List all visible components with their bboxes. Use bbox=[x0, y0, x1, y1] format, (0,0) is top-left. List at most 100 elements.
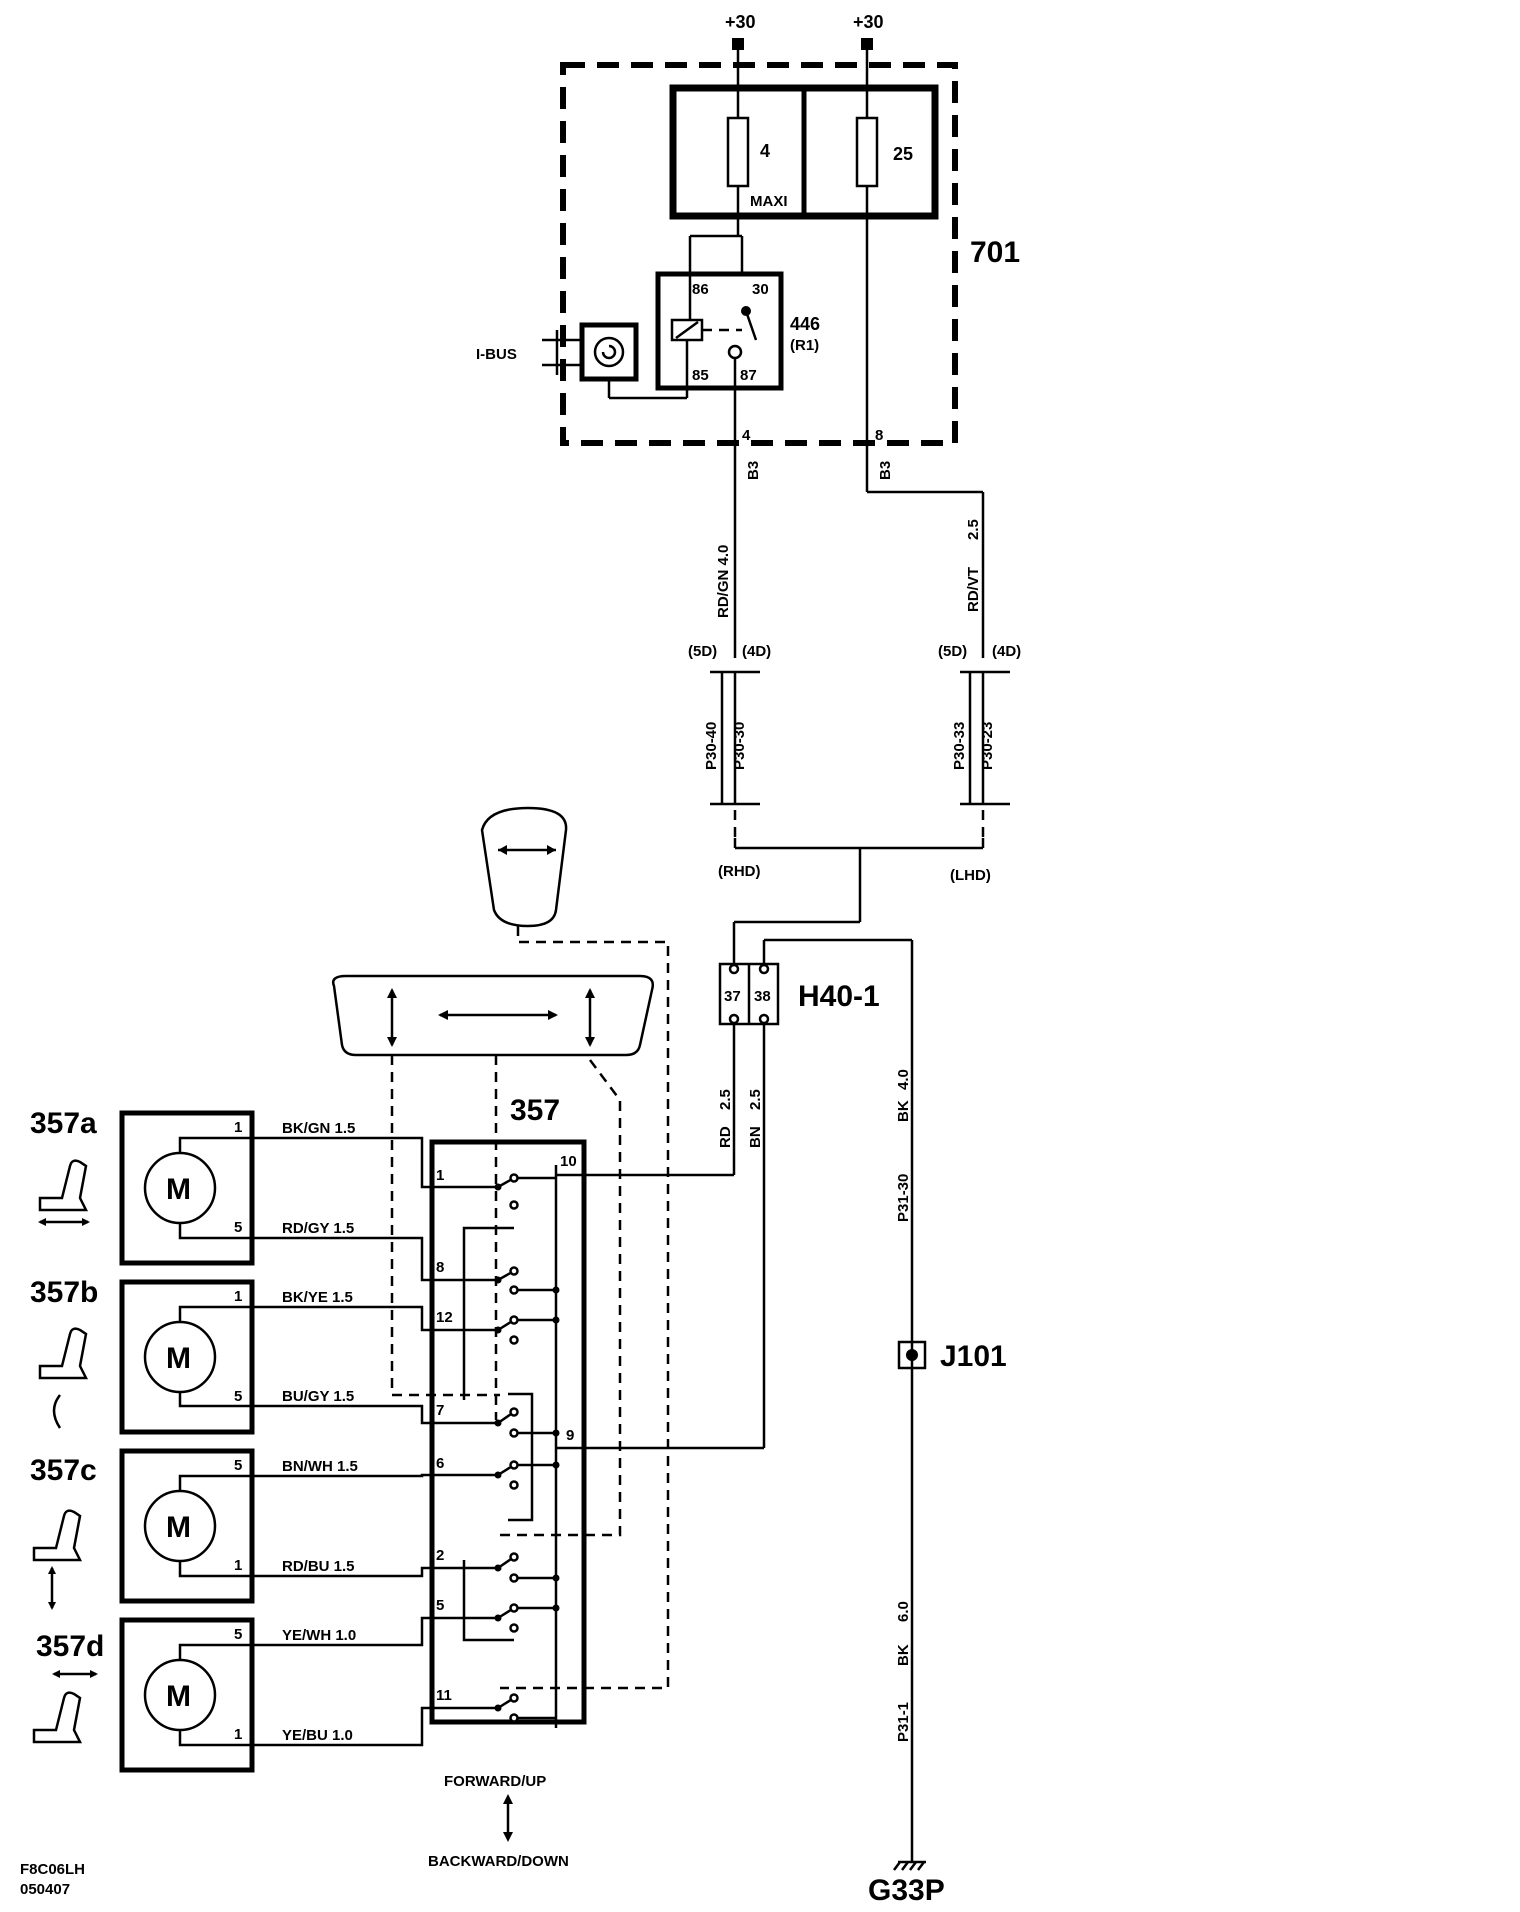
conn-p30-33: P30-33 bbox=[951, 722, 968, 770]
motor-357a: M 1 5 bbox=[119, 1110, 255, 1266]
motor-357d-pin-bottom: 1 bbox=[234, 1726, 242, 1743]
gnd-lower-size: 6.0 bbox=[895, 1601, 912, 1622]
b3-left-label: B3 bbox=[745, 461, 762, 480]
switch-contacts bbox=[432, 1173, 560, 1723]
relay-id: 446 bbox=[790, 314, 820, 334]
wire-left-main: RD/GN 4.0 bbox=[715, 545, 732, 618]
motor-357c-symbol: M bbox=[166, 1511, 191, 1544]
motor-357a-pin-bottom: 5 bbox=[234, 1219, 242, 1236]
motor-357d-wire-top: YE/WH 1.0 bbox=[282, 1627, 356, 1644]
switch-pin-9: 9 bbox=[566, 1427, 574, 1444]
motor-357d-symbol: M bbox=[166, 1680, 191, 1713]
relay-pin-86: 86 bbox=[692, 281, 709, 298]
wire-bn-size: 2.5 bbox=[747, 1089, 764, 1110]
b3-left-pin: 4 bbox=[742, 427, 751, 444]
motor-357d-id: 357d bbox=[36, 1630, 104, 1663]
wire-rd-size: 2.5 bbox=[717, 1089, 734, 1110]
fuse-relay-box-701 bbox=[560, 62, 958, 446]
seat-icon-357c bbox=[32, 1509, 83, 1610]
supply-label-left: +30 bbox=[725, 12, 756, 32]
motor-357d-pin-top: 5 bbox=[234, 1626, 242, 1643]
switch-pin-2: 2 bbox=[436, 1547, 444, 1564]
motor-357c-wire-top: BN/WH 1.5 bbox=[282, 1458, 358, 1475]
wire-right-size: 2.5 bbox=[965, 519, 982, 540]
switch-pin-6: 6 bbox=[436, 1455, 444, 1472]
motor-357b-pin-top: 1 bbox=[234, 1288, 242, 1305]
variant-left-5d: (5D) bbox=[688, 643, 717, 660]
seat-icon-357b bbox=[38, 1327, 89, 1429]
switch-pin-5: 5 bbox=[436, 1597, 444, 1614]
switch-pin-10: 10 bbox=[560, 1153, 577, 1170]
switch-pin-7: 7 bbox=[436, 1402, 444, 1419]
fuse-left-type: MAXI bbox=[750, 193, 788, 210]
headrest-symbol bbox=[480, 806, 568, 928]
motor-357b-id: 357b bbox=[30, 1276, 98, 1309]
j101-label: J101 bbox=[940, 1340, 1007, 1373]
variant-left-4d: (4D) bbox=[742, 643, 771, 660]
switch-id: 357 bbox=[510, 1094, 560, 1127]
seat-cushion-symbol bbox=[332, 974, 654, 1057]
switch-pin-8: 8 bbox=[436, 1259, 444, 1276]
motor-357c: M 5 1 bbox=[119, 1448, 255, 1604]
wire-rd-color: RD bbox=[717, 1126, 734, 1148]
seat-icon-357a bbox=[38, 1159, 90, 1226]
supply-label-right: +30 bbox=[853, 12, 884, 32]
switch-label-backward-down: BACKWARD/DOWN bbox=[428, 1853, 569, 1870]
fuse-box-id: 701 bbox=[970, 236, 1020, 269]
b3-right-label: B3 bbox=[877, 461, 894, 480]
variant-right-4d: (4D) bbox=[992, 643, 1021, 660]
doc-date: 050407 bbox=[20, 1881, 70, 1898]
motor-357c-id: 357c bbox=[30, 1454, 97, 1487]
fuse-right-number: 25 bbox=[893, 144, 913, 164]
ground-label: G33P bbox=[868, 1874, 945, 1907]
supply-terminal-right bbox=[861, 38, 873, 50]
motor-357c-pin-bottom: 1 bbox=[234, 1557, 242, 1574]
doc-code: F8C06LH bbox=[20, 1861, 85, 1878]
variant-lhd: (LHD) bbox=[950, 867, 991, 884]
h40-id: H40-1 bbox=[798, 980, 880, 1013]
gnd-lower-color: BK bbox=[895, 1644, 912, 1666]
motor-357a-symbol: M bbox=[166, 1173, 191, 1206]
relay-sub: (R1) bbox=[790, 337, 819, 354]
motor-357c-wire-bottom: RD/BU 1.5 bbox=[282, 1558, 355, 1575]
switch-label-forward-up: FORWARD/UP bbox=[444, 1773, 546, 1790]
supply-terminal-left bbox=[732, 38, 744, 50]
motor-357b-symbol: M bbox=[166, 1342, 191, 1375]
relay-pin-85: 85 bbox=[692, 367, 709, 384]
motor-357a-wire-bottom: RD/GY 1.5 bbox=[282, 1220, 354, 1237]
motor-357a-wire-top: BK/GN 1.5 bbox=[282, 1120, 355, 1137]
h40-pin-37: 37 bbox=[724, 988, 741, 1005]
motor-357b-wire-top: BK/YE 1.5 bbox=[282, 1289, 353, 1306]
motor-357c-pin-top: 5 bbox=[234, 1457, 242, 1474]
variant-right-5d: (5D) bbox=[938, 643, 967, 660]
gnd-upper-conn: P31-30 bbox=[895, 1174, 912, 1222]
motor-357b-wire-bottom: BU/GY 1.5 bbox=[282, 1388, 354, 1405]
relay-pin-30: 30 bbox=[752, 281, 769, 298]
fuse-left bbox=[726, 116, 750, 188]
gnd-upper-size: 4.0 bbox=[895, 1069, 912, 1090]
motor-357d: M 5 1 bbox=[119, 1617, 255, 1773]
motor-357d-wire-bottom: YE/BU 1.0 bbox=[282, 1727, 353, 1744]
motor-357b-pin-bottom: 5 bbox=[234, 1388, 242, 1405]
fuse-right bbox=[855, 116, 879, 188]
wire-right-color: RD/VT bbox=[965, 567, 982, 612]
motor-357a-pin-top: 1 bbox=[234, 1119, 242, 1136]
gnd-lower-conn: P31-1 bbox=[895, 1702, 912, 1742]
switch-357 bbox=[429, 1139, 587, 1725]
wire-bn-color: BN bbox=[747, 1126, 764, 1148]
switch-pin-12: 12 bbox=[436, 1309, 453, 1326]
conn-p30-30: P30-30 bbox=[731, 722, 748, 770]
gnd-upper-color: BK bbox=[895, 1100, 912, 1122]
splice-j101 bbox=[897, 1340, 927, 1370]
ibus-label: I-BUS bbox=[476, 346, 517, 363]
ibus-module bbox=[579, 322, 639, 382]
h40-pin-38: 38 bbox=[754, 988, 771, 1005]
variant-rhd: (RHD) bbox=[718, 863, 761, 880]
fuse-left-number: 4 bbox=[760, 141, 770, 161]
conn-p30-23: P30-23 bbox=[979, 722, 996, 770]
conn-p30-40: P30-40 bbox=[703, 722, 720, 770]
b3-right-pin: 8 bbox=[875, 427, 883, 444]
motor-357b: M 1 5 bbox=[119, 1279, 255, 1435]
motor-357a-id: 357a bbox=[30, 1107, 97, 1140]
